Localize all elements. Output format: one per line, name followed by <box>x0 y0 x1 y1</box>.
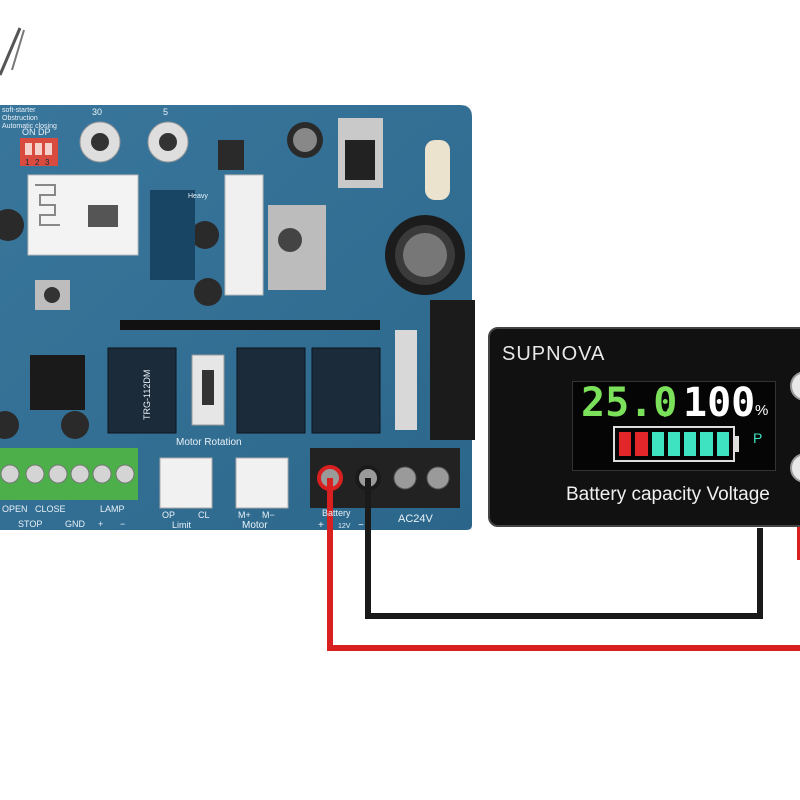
wires <box>327 478 800 651</box>
lcd-screen: 25.0 V 100 % P <box>572 380 776 471</box>
pot-label: 5 <box>163 107 168 117</box>
terminal-label: OPEN <box>2 504 28 514</box>
terminal-label: CLOSE <box>35 504 66 514</box>
dip-number: 3 <box>45 158 50 167</box>
display-brand: SUPNOVA <box>502 343 606 365</box>
voltage-readout: 25.0 <box>581 380 678 426</box>
limit-label: CL <box>198 510 210 520</box>
terminal-label: STOP <box>18 519 42 529</box>
dip-label: ON DP <box>22 127 51 137</box>
voltage-unit: V <box>661 406 670 420</box>
feature-label: Automatic closing <box>2 123 57 130</box>
dip-number: 1 <box>25 158 30 167</box>
battery-bar <box>613 426 739 462</box>
mode-button[interactable] <box>790 453 800 483</box>
battery-display: SUPNOVA 25.0 V 100 % P Battery capacity … <box>488 327 800 527</box>
battery-segment <box>700 432 713 456</box>
battery-segment <box>619 432 632 456</box>
battery-label: Battery <box>322 508 351 518</box>
battery-segment <box>716 432 729 456</box>
battery-tip <box>733 436 739 452</box>
battery-segment <box>667 432 681 456</box>
antenna-wire <box>0 27 25 76</box>
battery-segment <box>635 432 648 456</box>
battery-voltage-label: 12V <box>338 523 351 530</box>
battery-polarity-minus: − <box>358 520 364 531</box>
p-indicator: P <box>753 430 763 446</box>
heavy-label: Heavy <box>188 193 208 200</box>
terminal-label: + <box>98 519 103 529</box>
relay-label: TRG-112DM <box>142 370 152 420</box>
battery-segment <box>651 432 664 456</box>
feature-label: soft-starter <box>2 107 36 114</box>
circuit-board <box>0 105 475 530</box>
battery-polarity-plus: + <box>318 520 324 531</box>
motor-rotation-label: Motor Rotation <box>176 437 242 448</box>
limit-label: Limit <box>172 520 192 530</box>
percent-readout: 100 <box>683 380 756 426</box>
motor-label: M+ <box>238 510 251 520</box>
dip-number: 2 <box>35 158 40 167</box>
limit-label: OP <box>162 510 175 520</box>
feature-label: Obstruction <box>2 115 38 122</box>
motor-label: M− <box>262 510 275 520</box>
ac-label: AC24V <box>398 513 434 525</box>
display-caption: Battery capacity Voltage <box>566 484 770 505</box>
set-button[interactable] <box>790 371 800 401</box>
pot-label: 30 <box>92 107 102 117</box>
terminal-label: − <box>120 519 125 529</box>
motor-label: Motor <box>242 520 268 531</box>
percent-unit: % <box>755 402 769 419</box>
battery-segment <box>684 432 697 456</box>
terminal-label: GND <box>65 519 86 529</box>
terminal-label: LAMP <box>100 504 125 514</box>
